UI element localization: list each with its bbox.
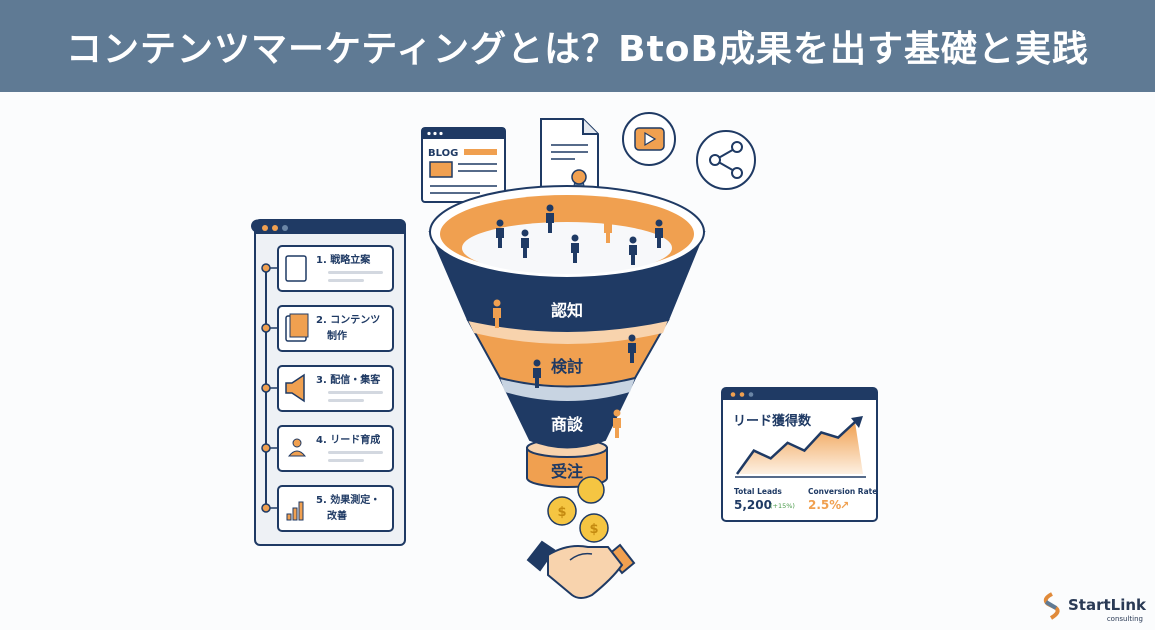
trend-area <box>737 422 863 474</box>
bar-chart-icon <box>286 501 304 521</box>
coins: $ $ <box>547 476 609 543</box>
step-label-line2: 改善 <box>327 509 347 522</box>
startlink-logo: StartLink consulting <box>1043 592 1147 623</box>
person-icon <box>533 359 541 388</box>
stage-label-awareness: 認知 <box>551 301 583 320</box>
step-label: 2. コンテンツ <box>316 314 380 326</box>
metrics-title: リード獲得数 <box>733 413 812 429</box>
person-icon <box>571 234 579 263</box>
sales-funnel: 受注 商談 検討 認知 <box>428 185 706 488</box>
stage-label-order: 受注 <box>551 462 583 481</box>
process-step: 5. 効果測定・改善 <box>261 485 394 532</box>
funnel-stage-awareness: 認知 <box>428 185 706 332</box>
coin-icon <box>579 513 609 543</box>
step-label: 5. 効果測定・ <box>316 493 380 506</box>
person-icon <box>604 214 612 243</box>
lead-metrics-panel: リード獲得数 Total Leads 5,200 (+15%) Conversi… <box>721 387 878 522</box>
trend-line <box>735 421 856 475</box>
logo-sub: consulting <box>1107 615 1143 623</box>
video-play-icon <box>622 112 676 166</box>
up-arrow-icon: ↗ <box>840 499 849 512</box>
step-label: 3. 配信・集客 <box>316 373 381 386</box>
handshake-icon <box>526 540 636 599</box>
coin-icon <box>547 496 577 526</box>
clipboard-icon <box>285 255 307 282</box>
step-label: 4. リード育成 <box>316 433 380 446</box>
share-icon <box>696 130 756 190</box>
page-title: コンテンツマーケティングとは？BtoB成果を出す基礎と実践 <box>66 29 1089 70</box>
step-label-line2: 制作 <box>327 329 347 342</box>
person-icon <box>496 219 504 248</box>
total-leads-value: 5,200 <box>734 498 772 512</box>
funnel-stage-negotiation: 商談 <box>498 377 637 449</box>
blog-window-icon: BLOG <box>421 127 506 203</box>
step-label: 1. 戦略立案 <box>316 253 371 266</box>
person-icon <box>613 409 621 438</box>
process-step: 1. 戦略立案 <box>261 245 394 292</box>
person-icon <box>628 334 636 363</box>
total-leads-change: (+15%) <box>770 502 795 510</box>
blog-label: BLOG <box>428 148 458 159</box>
person-icon <box>521 229 529 258</box>
process-step: 3. 配信・集客 <box>261 365 394 412</box>
svg-text:$: $ <box>557 505 566 520</box>
total-leads-label: Total Leads <box>734 487 782 496</box>
coin-icon <box>577 476 605 504</box>
megaphone-icon <box>285 373 305 403</box>
stage-label-negotiation: 商談 <box>551 415 584 434</box>
person-icon <box>493 299 501 328</box>
stage-label-consideration: 検討 <box>551 357 583 376</box>
person-icon <box>629 236 637 265</box>
process-step: 4. リード育成 <box>261 425 394 472</box>
conversion-value: 2.5% <box>808 498 841 512</box>
person-icon <box>546 204 554 233</box>
title-bar: コンテンツマーケティングとは？BtoB成果を出す基礎と実践 <box>0 0 1155 92</box>
certificate-document-icon <box>540 118 599 199</box>
logo-name: StartLink <box>1068 596 1147 614</box>
documents-icon <box>285 313 309 342</box>
people-icon <box>287 438 307 457</box>
conversion-label: Conversion Rate <box>808 487 877 496</box>
trend-arrow-icon <box>851 416 863 428</box>
person-icon <box>655 219 663 248</box>
svg-text:$: $ <box>589 522 598 537</box>
